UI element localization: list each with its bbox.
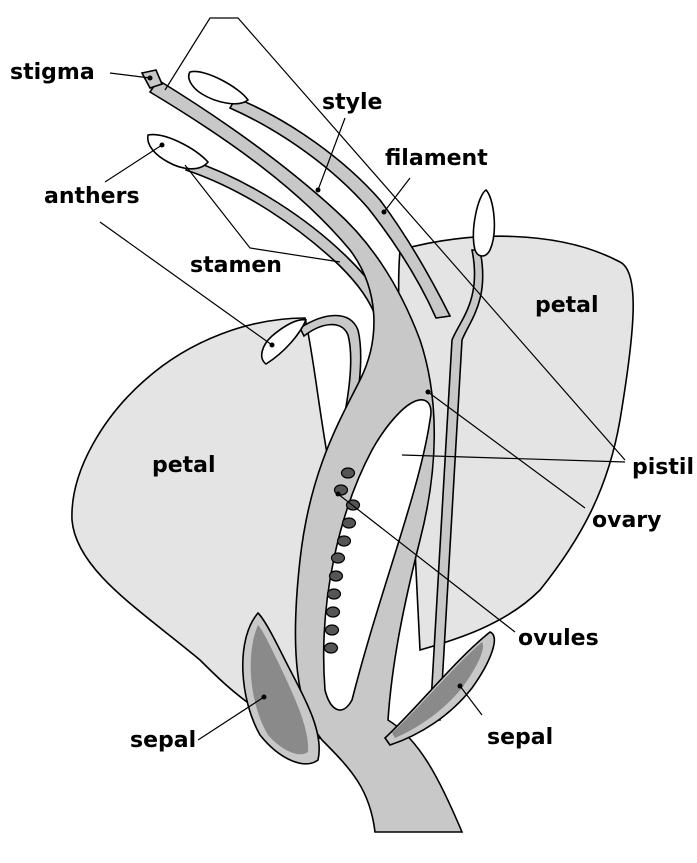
anther-right [473, 190, 494, 256]
leader-dot [148, 76, 153, 81]
leader-dot [270, 343, 275, 348]
leader-dot [382, 210, 387, 215]
label-petal-left: petal [152, 455, 216, 477]
leader-dot [316, 188, 321, 193]
label-sepal-right: sepal [487, 727, 553, 749]
leader-dot [426, 390, 431, 395]
anther-top [189, 71, 248, 103]
ovule [330, 571, 343, 581]
leader-anthers-lower [100, 222, 272, 345]
label-sepal-left: sepal [130, 730, 196, 752]
label-anthers: anthers [44, 186, 140, 208]
label-ovary: ovary [592, 510, 662, 532]
label-stamen: stamen [190, 255, 282, 277]
ovule [343, 518, 356, 528]
ovule [332, 553, 345, 563]
leader-dot [458, 684, 463, 689]
leader-dot [160, 143, 165, 148]
ovule [338, 536, 351, 546]
ovule [328, 589, 341, 599]
ovule [326, 625, 339, 635]
leader-anthers-upper [105, 145, 162, 182]
ovule [327, 607, 340, 617]
ovule [342, 468, 355, 478]
label-filament: filament [385, 148, 488, 170]
leader-dot [262, 695, 267, 700]
leader-filament [384, 178, 410, 212]
label-petal-right: petal [535, 295, 599, 317]
label-ovules: ovules [518, 628, 599, 650]
anther-upper [148, 135, 208, 169]
label-pistil: pistil [632, 457, 694, 479]
label-style: style [322, 92, 382, 114]
label-stigma: stigma [10, 62, 95, 84]
leader-dot [336, 492, 341, 497]
ovule [325, 643, 338, 653]
